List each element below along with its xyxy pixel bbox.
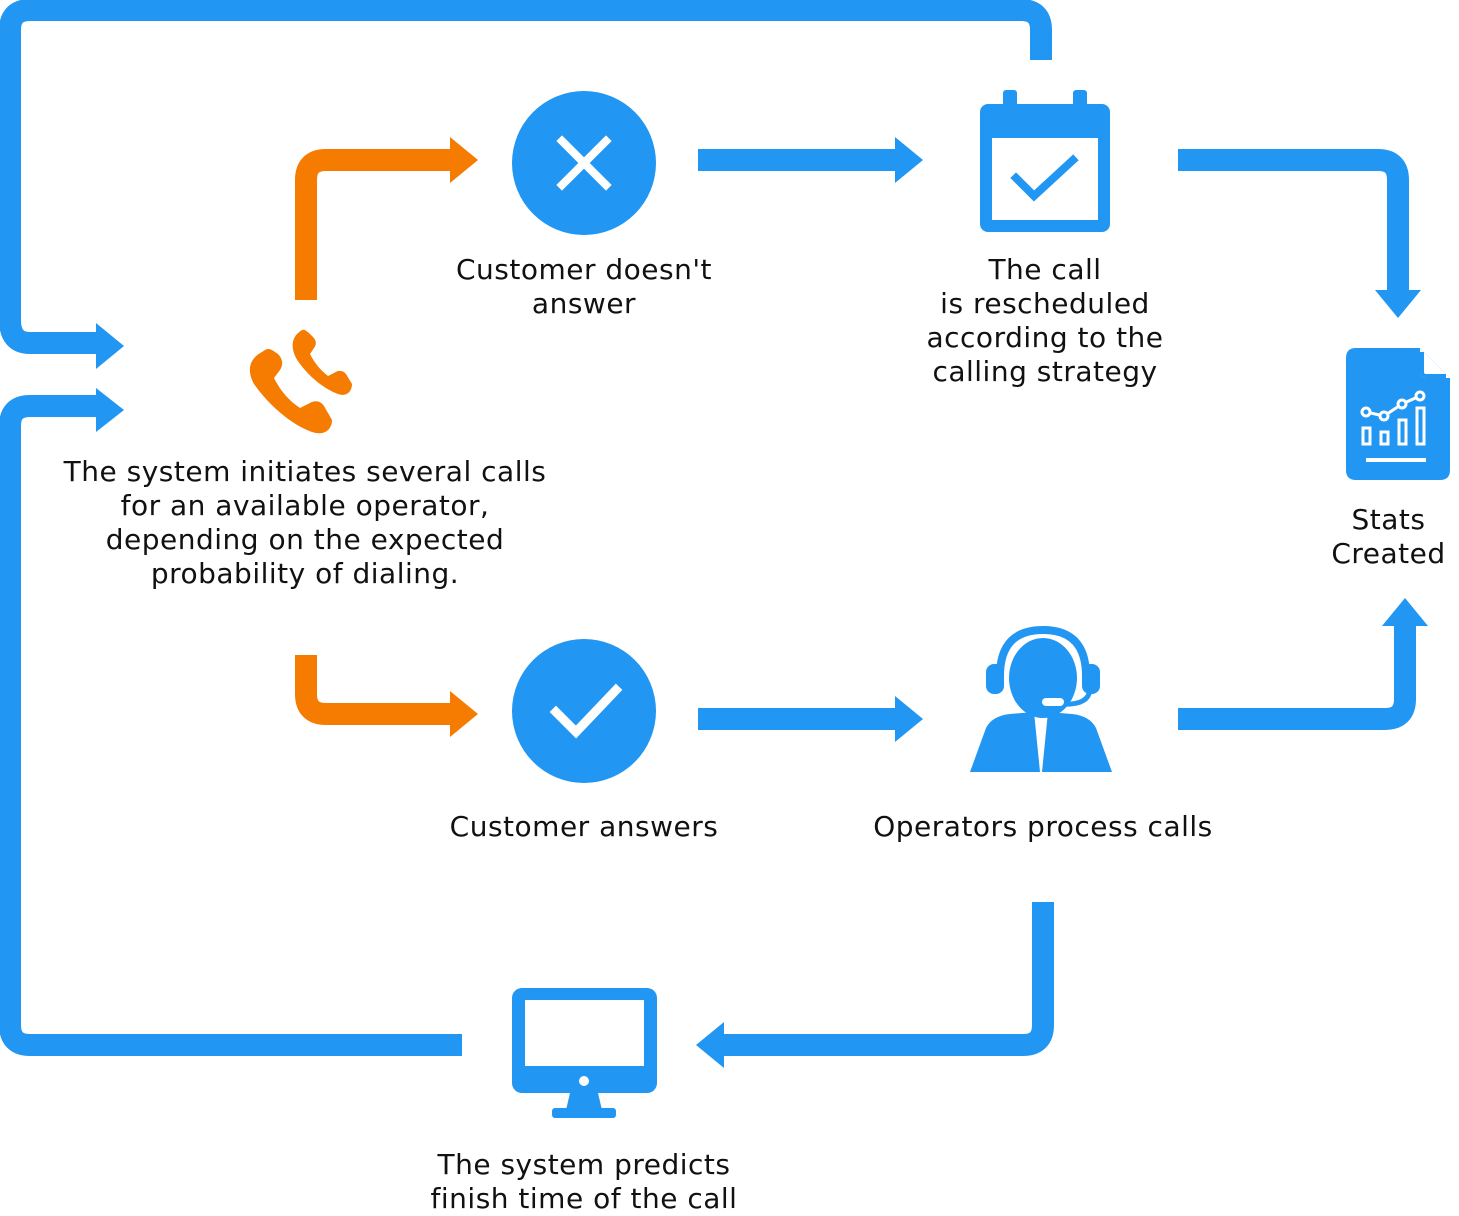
connector-operators-to-predicts	[720, 902, 1054, 1056]
operator-headset-icon	[970, 625, 1112, 772]
label-no-answer: Customer doesn't answer	[414, 253, 754, 321]
check-circle-icon	[512, 639, 656, 783]
arrow-no-answer-to-rescheduled	[698, 137, 923, 183]
label-rescheduled-line: calling strategy	[932, 355, 1158, 388]
label-answers-line: Customer answers	[449, 810, 719, 843]
orange-branch-down	[295, 655, 455, 725]
label-predicts: The system predicts finish time of the c…	[394, 1148, 774, 1216]
connector-operators-to-predicts-arrowhead	[696, 1022, 724, 1068]
x-circle-icon	[512, 91, 656, 235]
connector-operators-to-stats-arrowhead	[1382, 598, 1428, 626]
connector-rescheduled-to-stats	[1178, 149, 1409, 296]
label-rescheduled: The call is rescheduled according to the…	[880, 253, 1210, 389]
phone-calls-icon	[249, 329, 352, 434]
label-stats-line: Stats	[1351, 503, 1426, 536]
bottom-return-connector	[0, 395, 462, 1056]
label-stats-line: Created	[1331, 537, 1446, 570]
calendar-check-icon	[980, 90, 1110, 232]
label-start-line: The system initiates several calls	[63, 455, 547, 488]
label-start-line: for an available operator,	[120, 489, 490, 522]
orange-branch-up-arrowhead	[450, 137, 478, 183]
monitor-icon	[512, 988, 657, 1118]
orange-branch-up	[295, 149, 455, 300]
orange-branch-down-arrowhead	[450, 691, 478, 737]
label-no-answer-line: answer	[531, 287, 637, 320]
label-rescheduled-line: is rescheduled	[940, 287, 1150, 320]
label-predicts-line: The system predicts	[437, 1148, 731, 1181]
label-no-answer-line: Customer doesn't	[455, 253, 713, 286]
label-rescheduled-line: The call	[988, 253, 1102, 286]
label-start-line: depending on the expected	[105, 523, 505, 556]
arrow-answers-to-operators	[698, 696, 923, 742]
label-start-line: probability of dialing.	[150, 557, 460, 590]
label-answers: Customer answers	[414, 810, 754, 844]
label-rescheduled-line: according to the	[926, 321, 1164, 354]
label-start: The system initiates several calls for a…	[40, 455, 570, 591]
label-operators: Operators process calls	[840, 810, 1246, 844]
stats-report-icon	[1346, 348, 1450, 480]
label-operators-line: Operators process calls	[873, 810, 1213, 843]
top-return-connector	[0, 0, 1052, 354]
bottom-return-arrowhead	[96, 388, 124, 432]
connector-operators-to-stats	[1178, 624, 1416, 730]
top-return-arrowhead	[96, 323, 124, 369]
connector-rescheduled-to-stats-arrowhead	[1375, 290, 1421, 318]
label-predicts-line: finish time of the call	[430, 1182, 738, 1215]
label-stats: Stats Created	[1318, 503, 1459, 571]
